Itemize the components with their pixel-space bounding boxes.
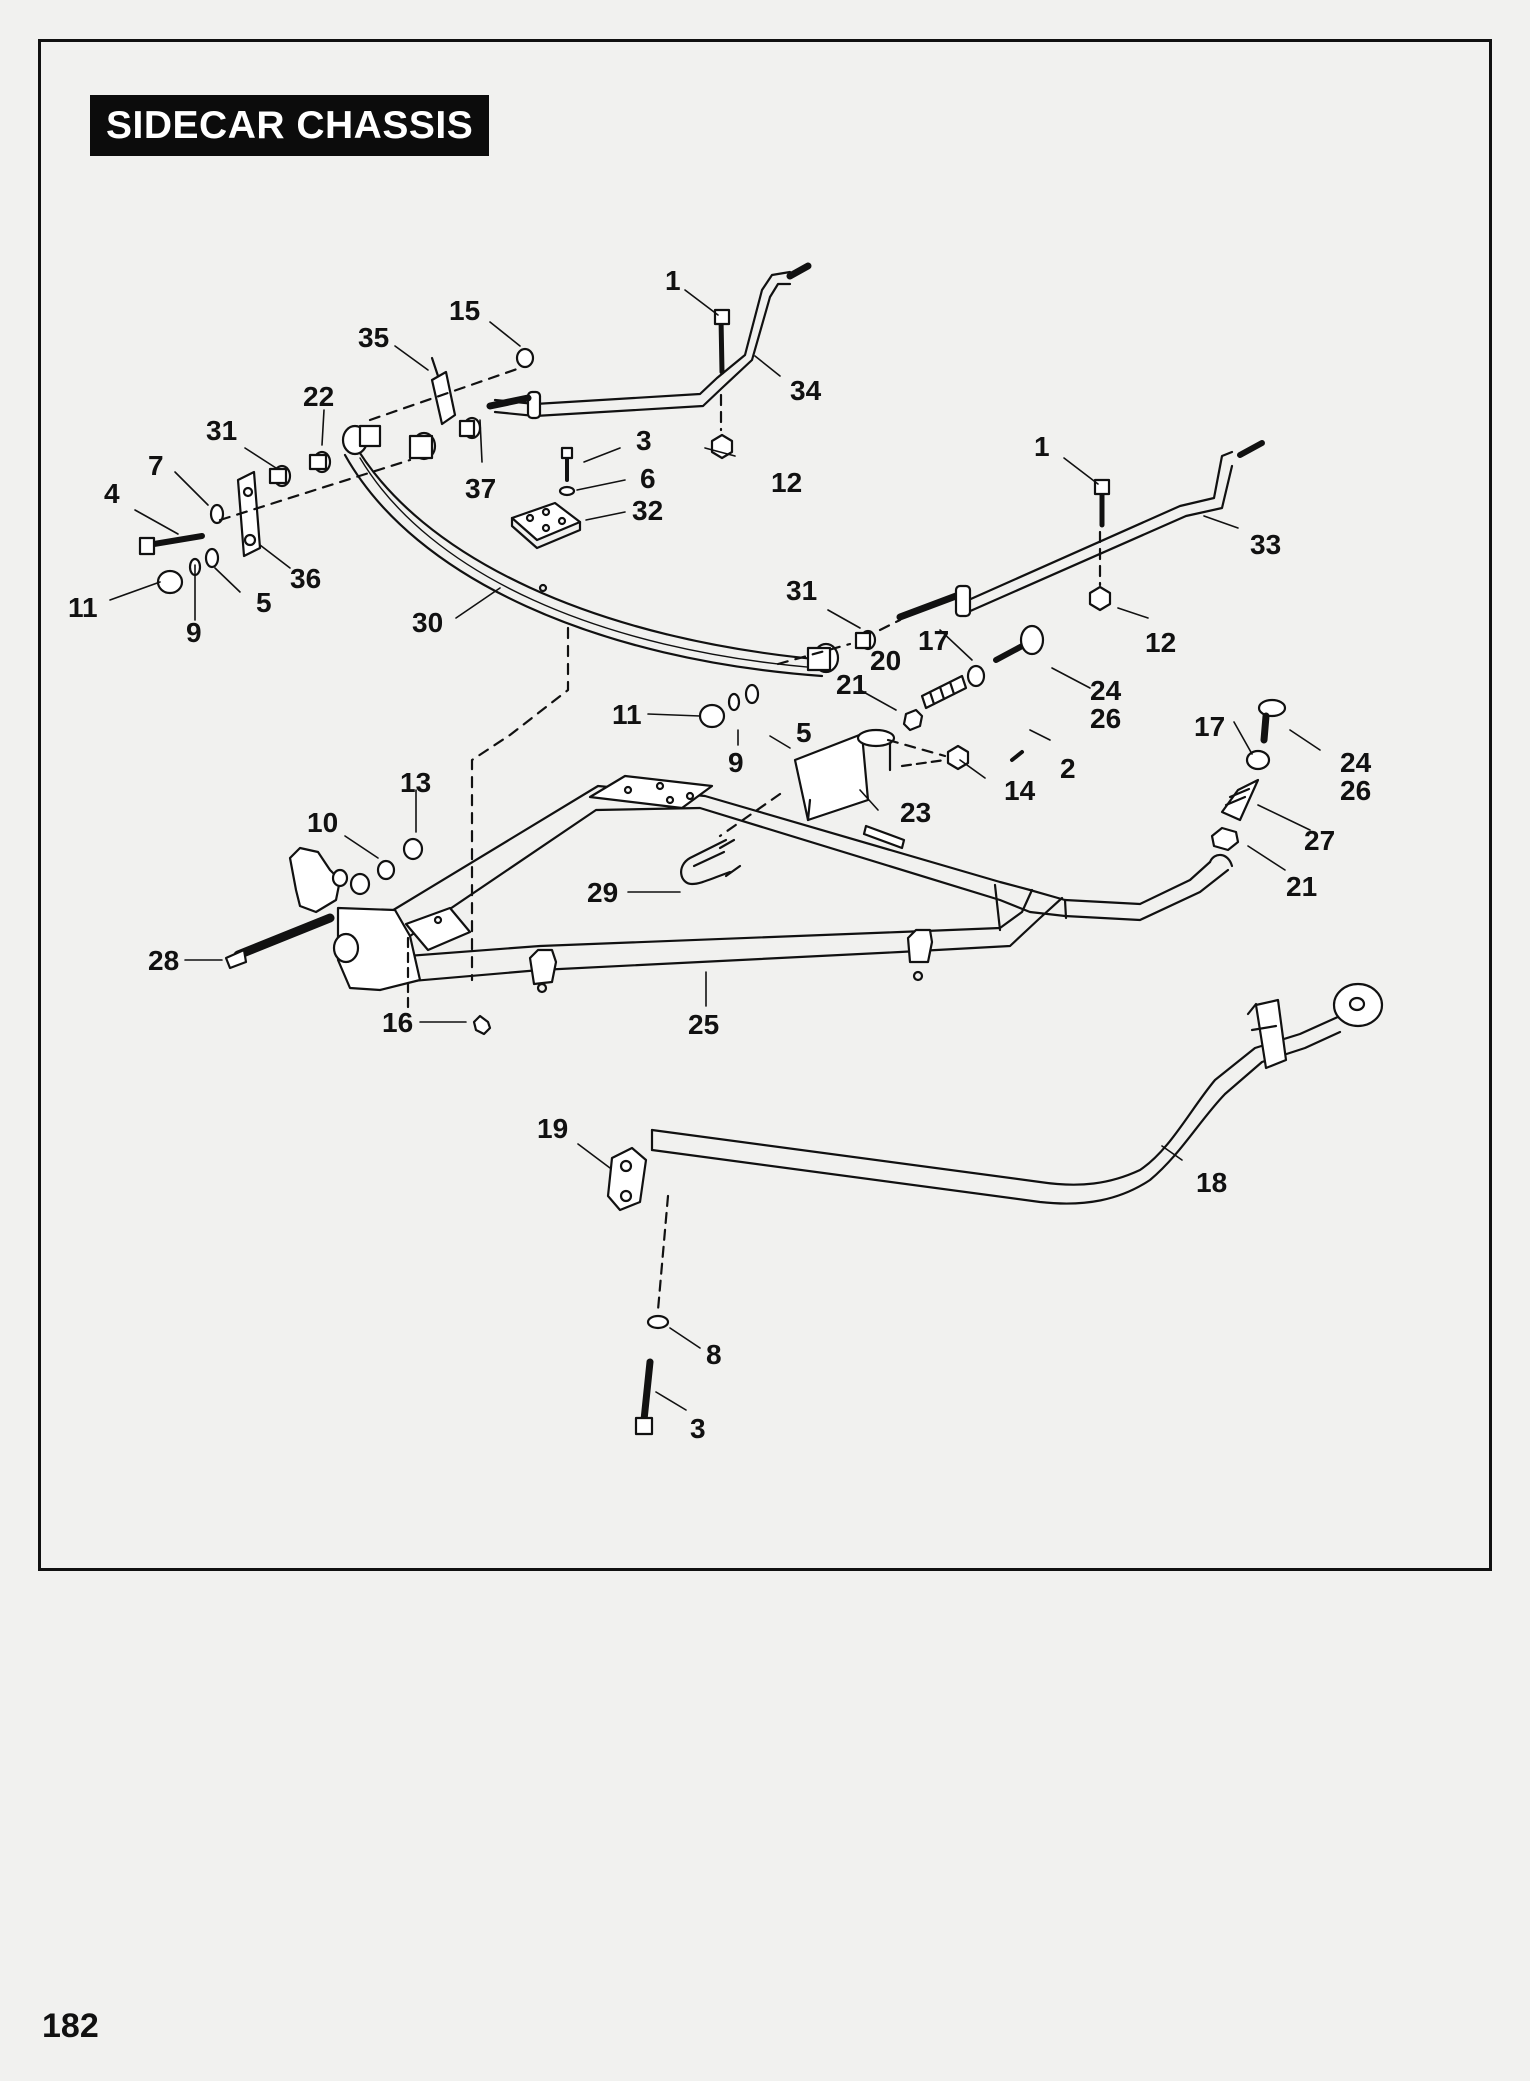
callout-11: 11 (612, 699, 642, 730)
clamp-plate (606, 1146, 670, 1436)
u-bolt (680, 838, 742, 886)
callout-9: 9 (728, 747, 744, 778)
callout-6: 6 (640, 463, 656, 494)
callout-36: 36 (290, 563, 321, 594)
mount-bar (650, 982, 1384, 1205)
page-title: SIDECAR CHASSIS (90, 95, 490, 156)
turnbuckle-adjuster (902, 624, 1045, 762)
callout-19: 19 (537, 1113, 568, 1144)
callout-3: 3 (636, 425, 652, 456)
callout-7: 7 (148, 450, 164, 481)
callout-1: 1 (665, 265, 681, 296)
leader-lines (109, 289, 1321, 1411)
callout-33: 33 (1250, 529, 1281, 560)
callout-15: 15 (449, 295, 480, 326)
nut-16 (472, 1014, 492, 1036)
callout-8: 8 (706, 1339, 722, 1370)
callout-3: 3 (690, 1413, 706, 1444)
nut-12-lower (1088, 585, 1112, 612)
callout-21: 21 (836, 669, 867, 700)
callout-24: 24 (1090, 675, 1122, 706)
mount-post (793, 728, 970, 822)
callout-17: 17 (918, 625, 949, 656)
callout-37: 37 (465, 473, 496, 504)
callout-9: 9 (186, 617, 202, 648)
callout-16: 16 (382, 1007, 413, 1038)
callout-4: 4 (104, 478, 120, 509)
callout-29: 29 (587, 877, 618, 908)
callout-10: 10 (307, 807, 338, 838)
assembly-lines (218, 366, 947, 982)
callout-5: 5 (796, 717, 812, 748)
callout-20: 20 (870, 645, 901, 676)
upper-mount-rod (486, 262, 812, 420)
leaf-spring (341, 424, 840, 678)
callout-31: 31 (206, 415, 237, 446)
bolt-1-upper (718, 315, 725, 375)
callout-5: 5 (256, 587, 272, 618)
callout-12: 12 (1145, 627, 1176, 658)
right-spring-hardware (698, 629, 877, 729)
right-adjuster (1210, 698, 1287, 852)
diagram-frame (38, 39, 1492, 1571)
callout-26: 26 (1090, 703, 1121, 734)
callout-12: 12 (771, 467, 802, 498)
callout-35: 35 (358, 322, 389, 353)
lower-mount-rod (896, 440, 1265, 621)
callout-22: 22 (303, 381, 334, 412)
spring-hanger-bracket (268, 356, 482, 488)
callout-30: 30 (412, 607, 443, 638)
callout-11: 11 (68, 592, 98, 623)
callout-34: 34 (790, 375, 822, 406)
callout-23: 23 (900, 797, 931, 828)
callout-32: 32 (632, 495, 663, 526)
callout-18: 18 (1196, 1167, 1227, 1198)
callout-14: 14 (1004, 775, 1036, 806)
callout-21: 21 (1286, 871, 1317, 902)
main-frame (336, 774, 1234, 1012)
callout-31: 31 (786, 575, 817, 606)
spindle (224, 837, 424, 970)
callout-28: 28 (148, 945, 179, 976)
callout-25: 25 (688, 1009, 719, 1040)
callout-27: 27 (1304, 825, 1335, 856)
callout-2: 2 (1060, 753, 1076, 784)
shackle-plate (138, 470, 262, 595)
callout-13: 13 (400, 767, 431, 798)
callout-1: 1 (1034, 431, 1050, 462)
nut-12-upper (710, 433, 734, 460)
callout-17: 17 (1194, 711, 1225, 742)
callout-labels: 1 15 35 34 22 31 37 3 12 6 32 7 4 36 11 … (68, 265, 1372, 1444)
callout-24: 24 (1340, 747, 1372, 778)
page-number: 182 (42, 2007, 99, 2045)
callout-26: 26 (1340, 775, 1371, 806)
spring-plate (510, 446, 582, 550)
